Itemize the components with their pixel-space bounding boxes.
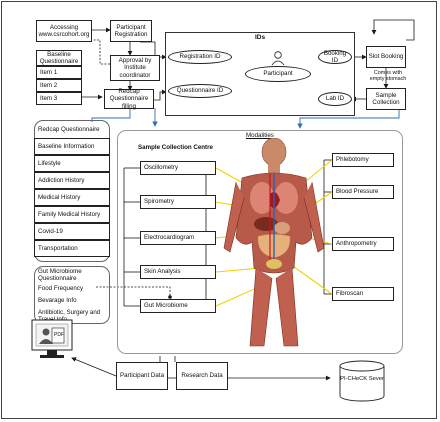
gut-item: Food Frequency [38, 285, 84, 292]
sample-collection-box: Sample Collection [366, 88, 406, 110]
booking-id-node: Booking ID [318, 50, 352, 64]
pdf-label: PDF [54, 332, 64, 338]
redcap-filling-box: Redcap Questionnaire filling [104, 88, 154, 110]
participant-data-box: Participant Data [116, 362, 168, 390]
modality-spirometry: Spirometry [140, 195, 216, 209]
baseline-item: Item 1 [36, 66, 82, 79]
gut-item: Bevarage Info [38, 297, 77, 304]
modality-blood-pressure: Blood Pressure [332, 185, 394, 199]
redcap-item: Family Medical History [34, 206, 110, 223]
server-label: PI-CHeCK Sever [340, 376, 384, 382]
redcap-item: Covid-19 [34, 223, 110, 240]
participant-node: Participant [245, 66, 311, 82]
ids-title: IDs [255, 34, 266, 41]
redcap-item: Addiction History [34, 172, 110, 189]
gut-questionnaire-title: Gut Microbiome Questionnaire [38, 268, 82, 283]
slot-booking-box: Slot Booking [366, 46, 406, 68]
modalities-title: Modalities [246, 132, 274, 139]
registration-id-node: Registration ID [168, 50, 232, 64]
modality-phlebotomy: Phlebotomy [332, 153, 394, 167]
baseline-item: Item 2 [36, 79, 82, 92]
modality-gut-microbiome: Gut Microbiome [140, 299, 216, 313]
comes-empty-stomach-label: Comes with empty stomach [369, 70, 407, 83]
modality-skin-analysis: Skin Analysis [140, 265, 216, 279]
redcap-item: Lifestyle [34, 155, 110, 172]
human-anatomy-illustration [223, 138, 325, 347]
questionnaire-id-node: Questionnaire ID [168, 84, 232, 98]
baseline-item: Item 3 [36, 92, 82, 105]
redcap-title: Redcap Questionnaire [38, 126, 100, 133]
modality-anthropometry: Anthropometry [332, 237, 394, 251]
lab-id-node: Lab ID [318, 92, 352, 106]
sample-collection-centre-title: Sample Collection Centre [138, 144, 213, 151]
redcap-item: Baseline Information [34, 138, 110, 155]
modality-fibroscan: Fibroscan [332, 287, 394, 301]
redcap-item: Medical History [34, 189, 110, 206]
modality-electrocardiogram: Electrocardiogram [140, 231, 216, 245]
baseline-title-box: Baseline Questionnaire [36, 50, 82, 66]
redcap-item: Transportation [34, 240, 110, 257]
person-icon [271, 51, 285, 66]
accessing-website-box: Accessing www.csrcohort.org [36, 20, 92, 42]
modality-oscillometry: Oscillometry [140, 161, 216, 175]
research-data-box: Research Data [176, 362, 228, 390]
database-server-icon [339, 360, 385, 402]
approval-box: Approval by Institute coordinator [110, 55, 160, 81]
modalities-panel [117, 130, 403, 354]
computer-pdf-icon [31, 319, 73, 358]
participant-registration-box: Participant Registration [110, 20, 152, 42]
